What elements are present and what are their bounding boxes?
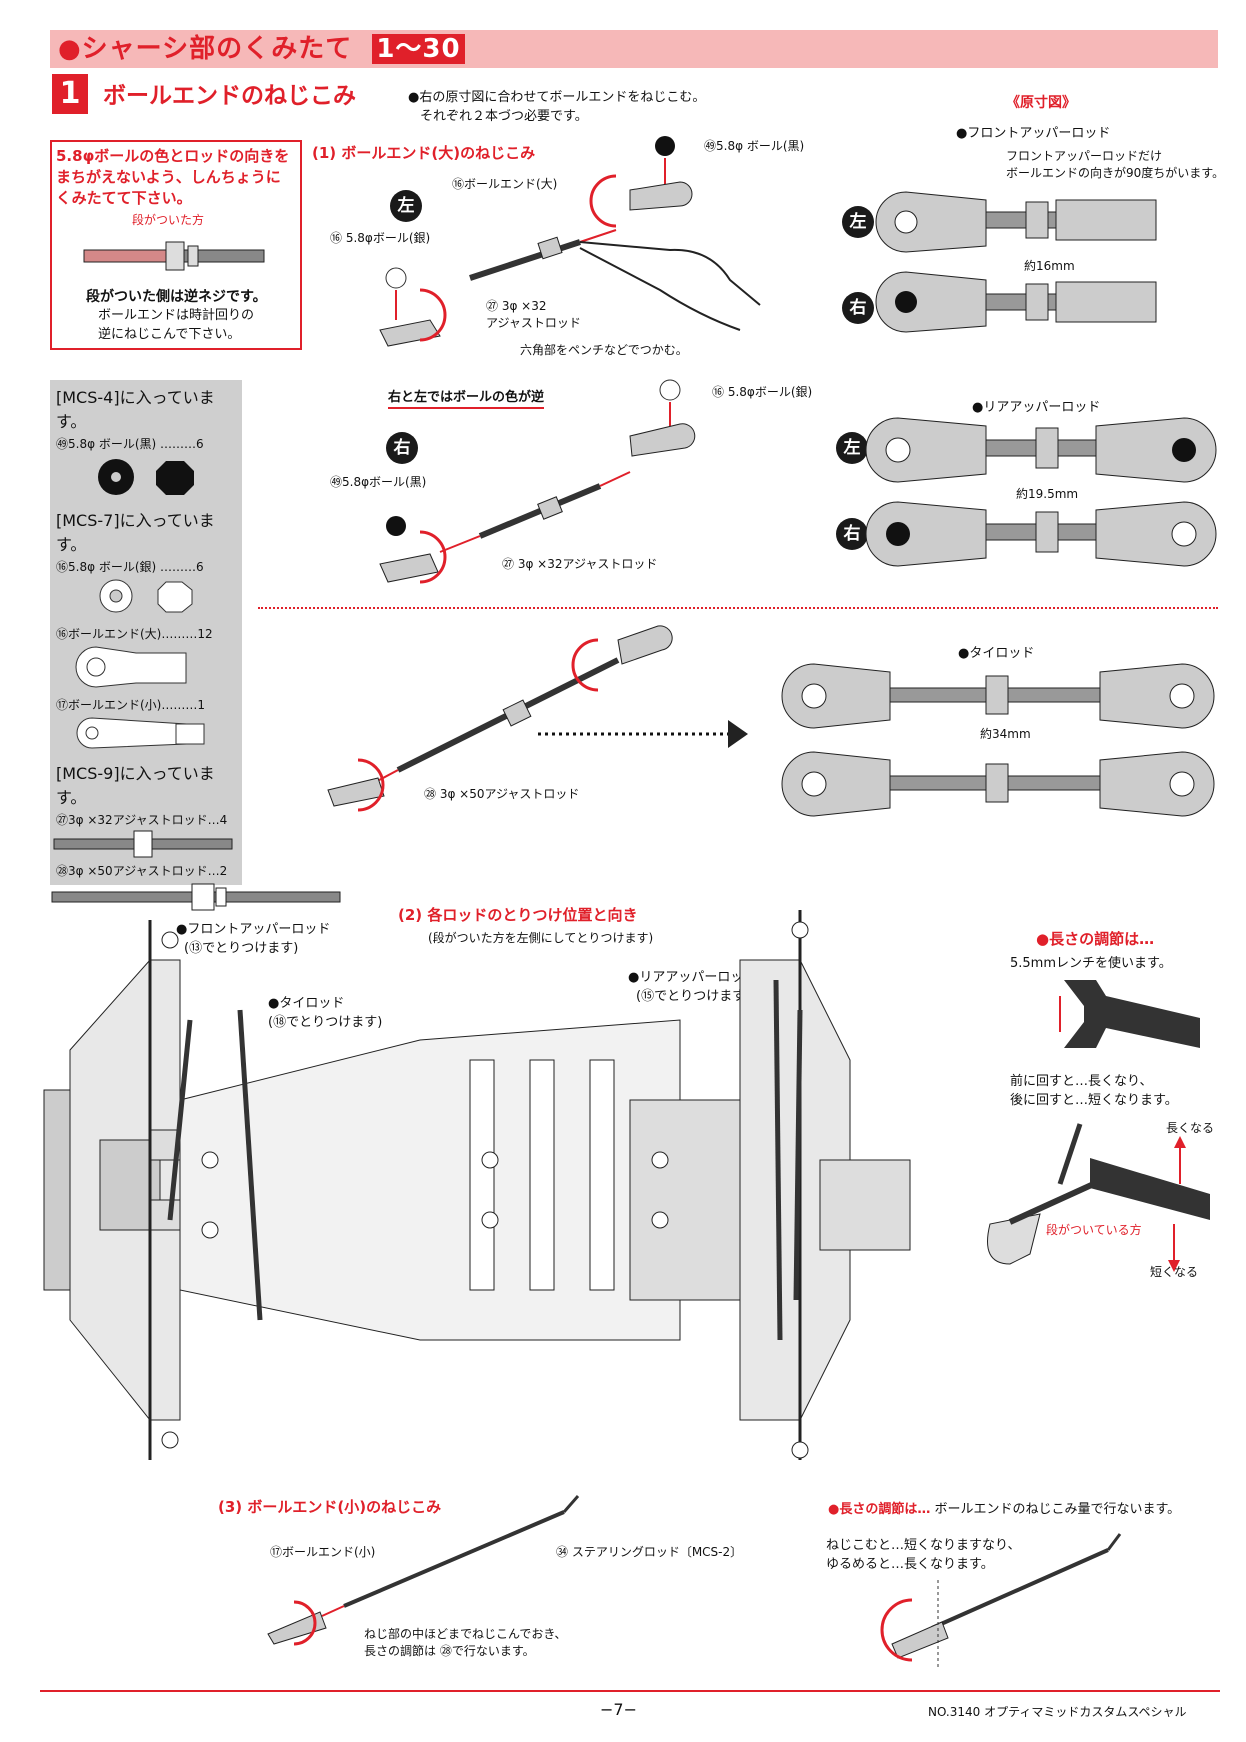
scale-title: 《原寸図》 [1006, 95, 1076, 111]
dotted-separator [258, 607, 1218, 609]
front-rod-title: ●フロントアッパーロッド [956, 126, 1111, 141]
steering-rod-label: ㉞ ステアリングロッド〔MCS-2〕 [556, 1545, 743, 1559]
rear-right-badge: 右 [836, 518, 868, 550]
section-title: ●シャーシ部のくみたて 1〜30 [58, 30, 465, 68]
rear-left-badge: 左 [836, 432, 868, 464]
reverse-thread-note: 段がついた側は逆ネジです。 [86, 289, 267, 305]
step-title: ボールエンドのねじこみ [103, 83, 356, 109]
rod50-label: ㉘ 3φ ×50アジャストロッド [424, 787, 580, 801]
rod-50-icon [51, 883, 341, 911]
rod-32-icon [53, 830, 233, 858]
adjust-rod-illustration [987, 1123, 1210, 1272]
front-rod-note: フロントアッパーロッドだけボールエンドの向きが90度ちがいます。 [1006, 149, 1225, 180]
ball-black-icon [98, 459, 194, 495]
longer-label: 長くなる [1166, 1121, 1215, 1135]
rod32-label-right: ㉗ 3φ ×32アジャストロッド [502, 557, 658, 571]
warning-note: ボールエンドは時計回りの逆にねじこんで下さい。 [98, 308, 255, 342]
rod-illustration-icon [83, 241, 265, 271]
sub3-adjust: ●長さの調節は… ボールエンドのねじこみ量で行ないます。 [828, 1502, 1181, 1517]
end-large-label: ⑯ボールエンド(大) [452, 177, 558, 191]
adjust-title: ●長さの調節は… [1036, 930, 1155, 948]
tie-rod-callout: ●タイロッド(⑱でとりつけます) [268, 996, 383, 1030]
page-number: −7− [600, 1700, 637, 1719]
rear-rod-length: 約19.5mm [1016, 487, 1079, 501]
ball-silver-icon [99, 579, 193, 613]
front-left-badge: 左 [842, 206, 874, 238]
wrench-icon [1059, 980, 1200, 1048]
steering-rod-diagram [267, 1495, 580, 1646]
end-small-label: ⑰ボールエンド(小) [270, 1545, 376, 1559]
footer-line [40, 1690, 1220, 1692]
shorter-label: 短くなる [1150, 1265, 1199, 1279]
rear-upper-rod-drawing [865, 417, 1217, 567]
front-right-badge: 右 [842, 292, 874, 324]
rear-rod-callout: ●リアアッパーロッド(⑮でとりつけます) [628, 970, 757, 1004]
step-range: 1〜30 [372, 34, 465, 64]
left-rod-assembly-diagram [379, 136, 761, 347]
sub3-note: ねじ部の中ほどまでねじこんでおき、長さの調節は ㉘で行ないます。 [364, 1627, 567, 1658]
right-badge: 右 [386, 432, 418, 464]
sub2-note: (段がついた方を左側にしてとりつけます) [428, 931, 654, 945]
model-name: NO.3140 オプティマミッドカスタムスペシャル [928, 1705, 1187, 1719]
section-banner [50, 30, 1218, 68]
swap-note: 右と左ではボールの色が逆 [388, 386, 545, 409]
step-side-label-2: 段がついている方 [1046, 1223, 1142, 1237]
step-side-label: 段がついた方 [132, 213, 205, 227]
adjust-direction: 前に回すと…長くなり、後に回すと…短くなります。 [1010, 1074, 1178, 1108]
tie-rod-title: ●タイロッド [958, 646, 1035, 661]
ball-end-small-icon [76, 717, 205, 749]
parts-box [50, 380, 242, 885]
ball-black-label: ㊾5.8φ ボール(黒) [704, 139, 805, 153]
front-rod-callout: ●フロントアッパーロッド(⑬でとりつけます) [176, 922, 331, 956]
front-upper-rod-drawing [875, 191, 1157, 333]
ball-silver-label: ⑯ 5.8φボール(銀) [330, 231, 431, 245]
wrench-note: 5.5mmレンチを使います。 [1010, 956, 1172, 971]
left-badge: 左 [390, 190, 422, 222]
sub3-title: (3) ボールエンド(小)のねじこみ [218, 1498, 442, 1516]
sub1-title: (1) ボールエンド(大)のねじこみ [312, 144, 536, 162]
right-rod-assembly-diagram [379, 379, 696, 584]
pliers-note: 六角部をペンチなどでつかむ。 [520, 343, 688, 357]
warning-text: 5.8φボールの色とロッドの向きをまちがえないよう、しんちょうにくみたてて下さい… [56, 147, 290, 207]
tie-rod-assembly-diagram [327, 625, 748, 812]
tie-rod-length: 約34mm [980, 727, 1031, 741]
steering-adjust-diagram [880, 1533, 1122, 1670]
parts-list: [MCS-4]に入っています。 ㊾5.8φ ボール(黒) ………6 [MCS-7… [51, 384, 341, 914]
ball-silver-label-right: ⑯ 5.8φボール(銀) [712, 385, 813, 399]
chassis-diagram [43, 910, 911, 1460]
step-intro: ●右の原寸図に合わせてボールエンドをねじこむ。それぞれ２本づつ必要です。 [408, 90, 706, 124]
sub2-title: (2) 各ロッドのとりつけ位置と向き [398, 906, 638, 924]
rear-rod-title: ●リアアッパーロッド [972, 400, 1101, 415]
front-rod-length: 約16mm [1024, 259, 1075, 273]
ball-black-label-right: ㊾5.8φボール(黒) [330, 475, 427, 489]
step-number: 1 [52, 74, 88, 114]
ball-end-large-icon [75, 646, 187, 688]
tie-rod-drawing [781, 663, 1215, 817]
sub3-adjust-detail: ねじこむと…短くなりますなり、ゆるめると…長くなります。 [826, 1538, 1021, 1572]
